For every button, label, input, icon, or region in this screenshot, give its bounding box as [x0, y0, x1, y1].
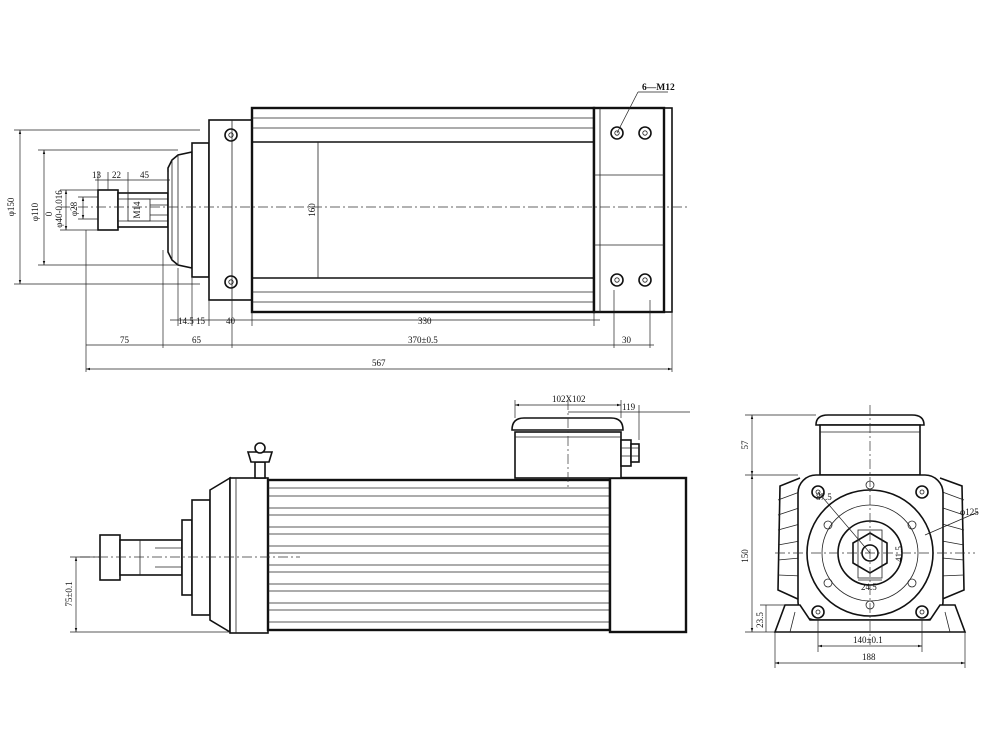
dim-65: 65: [192, 335, 202, 345]
dim-370: 370±0.5: [408, 335, 438, 345]
dim-d28: φ28: [69, 201, 79, 216]
dim-567: 567: [372, 358, 386, 368]
end-view: 57 150 23.5 87.5 φ125 41.5 24.5 140±0.1 …: [740, 405, 979, 668]
top-shaft: [97, 189, 169, 231]
dim-13: 13: [92, 170, 102, 180]
dim-41-5: 41.5: [894, 546, 904, 562]
dim-75-0-1: 75±0.1: [64, 581, 74, 606]
dim-22: 22: [112, 170, 121, 180]
dim-150-end: 150: [740, 549, 750, 563]
dim-6-m12: 6—M12: [642, 83, 675, 93]
dim-75: 75: [120, 335, 130, 345]
top-shaft-dims: [95, 172, 170, 193]
side-fins: [268, 487, 610, 623]
dim-140: 140±0.1: [853, 635, 883, 645]
dim-d40: φ40-0.016: [54, 190, 64, 228]
dim-57: 57: [740, 440, 750, 450]
hole-callout: [616, 91, 668, 134]
dim-d125: φ125: [960, 507, 979, 517]
top-view: φ150 φ110 0 φ40-0.016 φ28 M14 13 22 45 1…: [6, 83, 690, 372]
dim-m14: M14: [132, 201, 142, 219]
top-flange: [167, 119, 253, 301]
terminal-box: [511, 417, 640, 479]
dim-160: 160: [307, 203, 317, 217]
dim-24-5: 24.5: [861, 582, 877, 592]
dim-14-5: 14.5: [178, 316, 194, 326]
dim-d150: φ150: [6, 197, 16, 216]
dim-87-5: 87.5: [816, 492, 832, 502]
dim-30: 30: [622, 335, 632, 345]
top-rear: [592, 106, 673, 314]
dim-40: 40: [226, 316, 236, 326]
top-dims-row2: [85, 230, 673, 372]
dim-d110: φ110: [30, 202, 40, 221]
dim-330: 330: [418, 316, 432, 326]
dim-188: 188: [862, 652, 876, 662]
top-diameters: [14, 129, 200, 285]
dim-45: 45: [140, 170, 150, 180]
dim-102x102: 102X102: [552, 394, 586, 404]
top-dims-row1: [170, 268, 600, 326]
dim-15: 15: [196, 316, 206, 326]
dim-119: 119: [622, 402, 636, 412]
dim-23-5: 23.5: [755, 612, 765, 628]
dim-d40-zero: 0: [44, 211, 54, 216]
side-view: 102X102 119 75±0.1: [64, 394, 690, 634]
top-holes: [224, 126, 652, 289]
top-body: [250, 106, 596, 314]
